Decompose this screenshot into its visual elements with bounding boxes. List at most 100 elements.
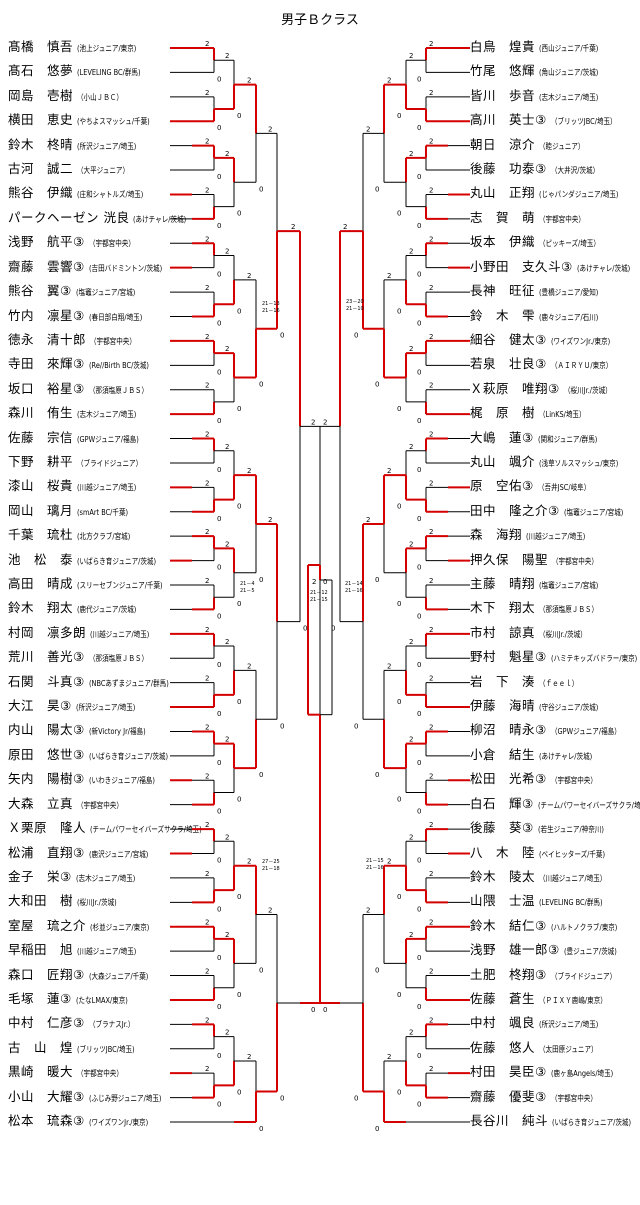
- round-loss-marker: 0: [417, 466, 421, 474]
- player-club: (あけチャレ/茨城): [539, 751, 593, 761]
- player-name: 長谷川 純斗: [470, 1113, 549, 1128]
- round-loss-marker: 0: [354, 332, 358, 340]
- round-win-marker: 2: [247, 272, 251, 280]
- player-club: (杉並ジュニア/東京): [90, 922, 150, 932]
- right-player-entry: 田中 隆之介③(塩竈ジュニア/宮城): [470, 503, 636, 519]
- round-loss-marker: 0: [217, 1052, 221, 1060]
- round-win-marker: 2: [205, 138, 209, 146]
- right-player-entry: 長神 旺征(豊橋ジュニア/愛知): [470, 283, 611, 299]
- player-club: (じゃパンダジュニア/埼玉): [539, 190, 619, 200]
- player-club: (あけチャレ/茨城): [576, 263, 630, 273]
- right-player-entry: Ｘ萩原 唯翔③（桜川Jr./茨城）: [470, 381, 622, 397]
- round-win-marker: 2: [409, 736, 413, 744]
- round-loss-marker: 0: [354, 1094, 358, 1102]
- right-player-entry: 丸山 颯介(浅草ソルスマッシュ/東京): [470, 454, 636, 470]
- right-player-entry: 八 木 陸(ベイヒッターズ/千葉): [470, 845, 620, 861]
- right-player-entry: 細谷 健太③(ワイズワンJr./東京): [470, 332, 623, 348]
- player-club: (桜川Jr./茨城): [77, 898, 117, 908]
- round-win-marker: 2: [205, 431, 209, 439]
- player-name: 坂本 伊織: [470, 234, 536, 250]
- left-player-entry: 村岡 凛多朗(川越ジュニア/埼玉): [8, 625, 162, 641]
- player-name: 白鳥 煌貴: [470, 39, 536, 54]
- round-win-marker: 2: [205, 821, 209, 829]
- player-name: 室屋 琉之介: [8, 917, 87, 933]
- left-player-entry: 大和田 樹(桜川Jr./茨城): [8, 893, 125, 909]
- final-win-marker: 2: [312, 578, 316, 586]
- player-club: （宇都宮中央）: [77, 1069, 123, 1079]
- left-player-entry: 室屋 琉之介(杉並ジュニア/東京): [8, 918, 162, 934]
- player-name: パークヘーゼン 洸良: [8, 209, 130, 225]
- round-loss-marker: 0: [217, 905, 221, 913]
- player-name: 市村 諒真: [470, 624, 536, 640]
- player-club: （ＰＩＸＹ鹿嶋/東京）: [539, 995, 607, 1005]
- round-loss-marker: 0: [354, 722, 358, 730]
- round-loss-marker: 0: [237, 991, 241, 999]
- round-win-marker: 2: [205, 186, 209, 194]
- player-name: 鈴木 結仁③: [470, 917, 547, 933]
- player-club: (ふじみ野ジュニア/埼玉): [88, 1093, 162, 1103]
- left-player-entry: 古 山 煌(ブリッツJBC/埼玉): [8, 1040, 147, 1056]
- round-win-marker: 2: [429, 235, 433, 243]
- player-name: 黒崎 暖大: [8, 1064, 74, 1080]
- round-win-marker: 2: [429, 138, 433, 146]
- player-club: （ブラナスJr.）: [88, 1020, 135, 1030]
- left-player-entry: 浅野 航平③（宇都宮中央）: [8, 234, 145, 250]
- player-name: 後藤 功泰③: [470, 161, 547, 177]
- left-player-entry: Ｘ栗原 隆人(チームパワーセイバーズサクラ/埼玉): [8, 820, 226, 836]
- round-win-marker: 2: [429, 284, 433, 292]
- player-name: 志 賀 萌: [470, 209, 536, 225]
- player-name: 村岡 凛多朗: [8, 624, 87, 640]
- player-club: (鹿代ジュニア/茨城): [77, 605, 137, 615]
- round-win-marker: 2: [225, 150, 229, 158]
- left-qf-score: 21－4: [240, 581, 255, 587]
- round-win-marker: 2: [409, 1029, 413, 1037]
- round-win-marker: 2: [205, 1065, 209, 1073]
- player-name: 髙石 悠夢: [8, 63, 74, 79]
- round-loss-marker: 0: [217, 222, 221, 230]
- player-name: 岩 下 湊: [470, 673, 536, 689]
- round-loss-marker: 0: [375, 966, 379, 974]
- player-name: 鈴木 陵太: [470, 868, 536, 884]
- player-name: 毛塚 蓮③: [8, 990, 72, 1006]
- left-player-entry: 森川 侑生(志木ジュニア/埼玉): [8, 405, 149, 421]
- round-win-marker: 2: [205, 577, 209, 585]
- player-name: 野村 魁星③: [470, 649, 547, 665]
- player-club: (ハルトノクラブ/東京): [550, 922, 618, 932]
- round-win-marker: 2: [225, 345, 229, 353]
- player-club: (Re//Birth BC/茨城): [88, 361, 149, 371]
- round-loss-marker: 0: [280, 1094, 284, 1102]
- player-club: (浅草ソルスマッシュ/東京): [539, 458, 619, 468]
- right-player-entry: 鈴木 結仁③(ハルトノクラブ/東京): [470, 918, 632, 934]
- player-club: （宇都宮中央）: [77, 800, 123, 810]
- left-player-entry: 横田 恵史(やちよスマッシュ/千葉): [8, 112, 166, 128]
- player-name: 長神 旺征: [470, 283, 536, 299]
- player-name: 荒川 善光③: [8, 649, 85, 665]
- player-club: (豊ジュニア/茨城): [563, 947, 617, 957]
- player-club: (ワイズワンJr./東京): [88, 1118, 148, 1127]
- right-semi-score: 21－10: [346, 306, 364, 312]
- right-player-entry: 浅野 雄一郎③(豊ジュニア/茨城): [470, 942, 628, 958]
- round-loss-marker: 0: [259, 381, 263, 389]
- player-name: 岡島 壱樹: [8, 87, 74, 103]
- round-win-marker: 2: [429, 382, 433, 390]
- player-name: 朝日 涼介: [470, 136, 536, 152]
- round-loss-marker: 0: [217, 75, 221, 83]
- player-name: 松本 琉森③: [8, 1113, 85, 1128]
- left-player-entry: 下野 耕平（ブライドジュニア）: [8, 454, 156, 470]
- round-win-marker: 2: [247, 1053, 251, 1061]
- player-name: 主藤 晴翔: [470, 576, 536, 591]
- round-win-marker: 2: [429, 1065, 433, 1073]
- player-club: (志木ジュニア/埼玉): [539, 92, 599, 102]
- right-player-entry: 野村 魁星③(ハミテキッズバドラー/東京): [470, 649, 640, 665]
- round-win-marker: 2: [225, 443, 229, 451]
- round-win-marker: 2: [268, 907, 272, 915]
- round-loss-marker: 0: [217, 466, 221, 474]
- left-semi-score: 21－13: [262, 301, 280, 307]
- player-name: Ｘ栗原 隆人: [8, 820, 87, 836]
- round-loss-marker: 0: [237, 210, 241, 218]
- right-qf2-score: 21－15: [366, 858, 384, 864]
- player-club: （ＡＩＲＹＵ/東京）: [550, 361, 612, 371]
- player-name: 石関 斗真③: [8, 673, 85, 689]
- round-win-marker: 2: [205, 626, 209, 634]
